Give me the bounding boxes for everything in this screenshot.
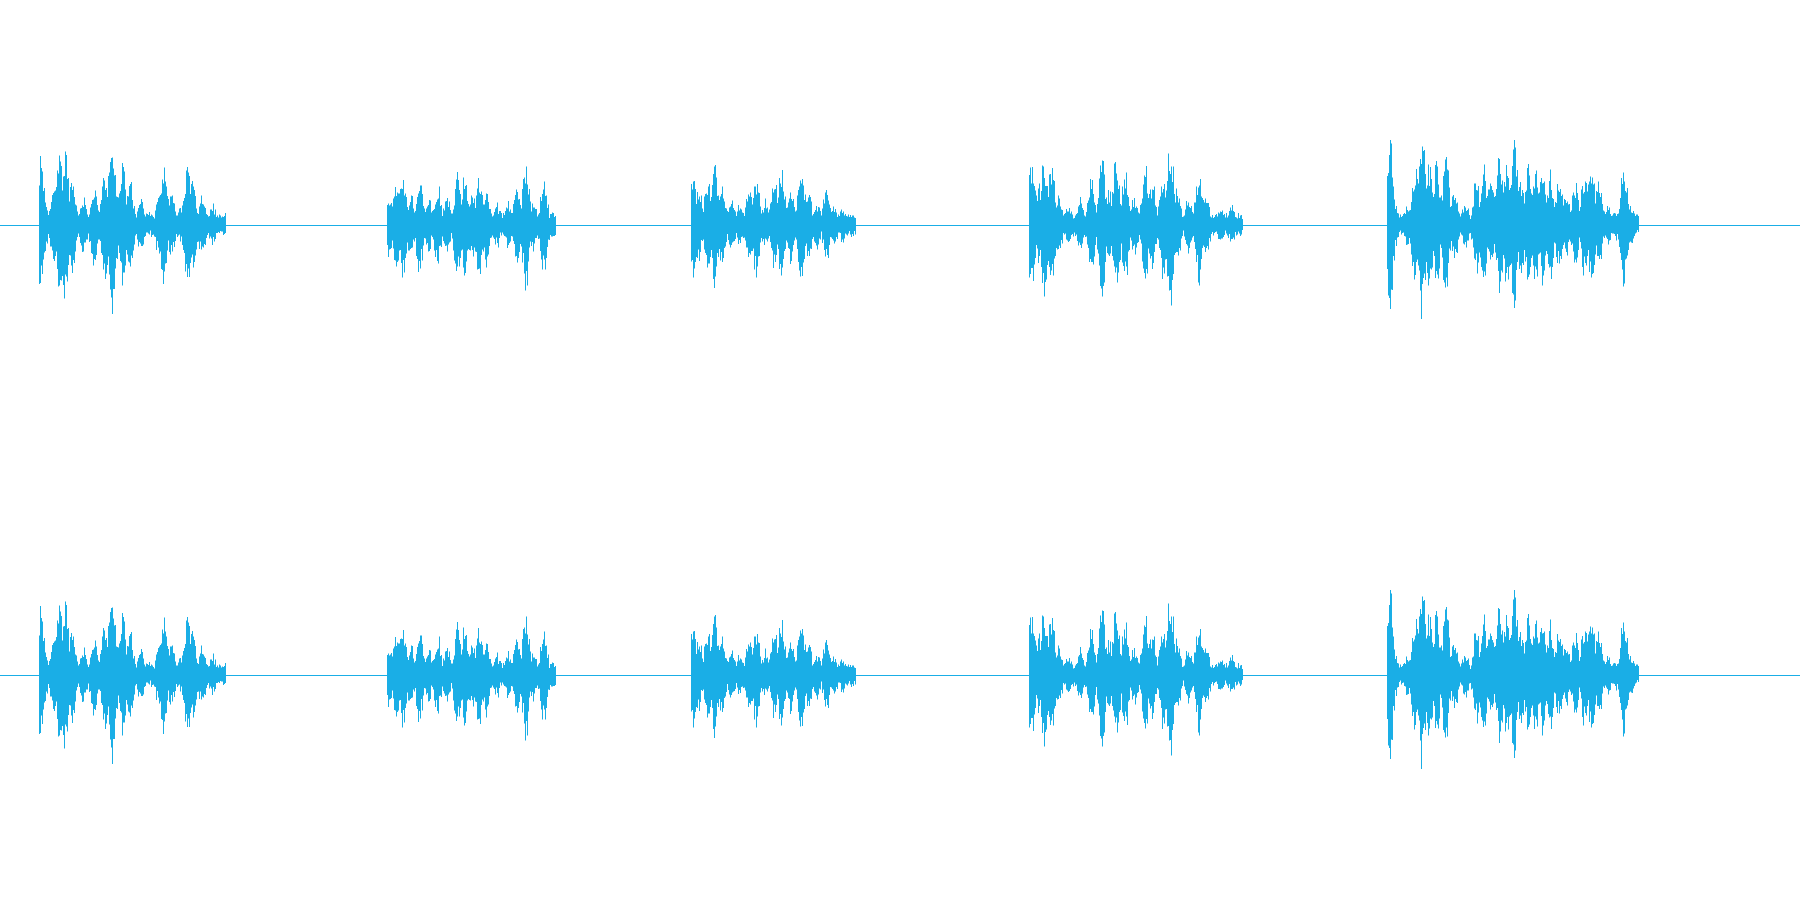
- burst-waveform-path: [1387, 589, 1639, 769]
- audio-burst: [1387, 589, 1639, 769]
- audio-burst: [1029, 603, 1243, 756]
- burst-waveform-path: [387, 616, 556, 741]
- burst-waveform-path: [387, 166, 556, 291]
- burst-waveform-path: [691, 614, 856, 738]
- audio-burst: [1029, 153, 1243, 306]
- channel-left-waveform[interactable]: [0, 139, 1800, 319]
- audio-burst: [387, 166, 556, 291]
- audio-burst: [387, 616, 556, 741]
- audio-burst: [1387, 139, 1639, 319]
- burst-waveform-path: [39, 151, 226, 314]
- audio-burst: [691, 614, 856, 738]
- burst-waveform-path: [39, 601, 226, 764]
- audio-burst: [39, 151, 226, 314]
- burst-waveform-path: [691, 164, 856, 288]
- audio-burst: [691, 164, 856, 288]
- burst-waveform-path: [1387, 139, 1639, 319]
- channel-right-waveform[interactable]: [0, 589, 1800, 769]
- audio-burst: [39, 601, 226, 764]
- burst-waveform-path: [1029, 153, 1243, 306]
- burst-waveform-path: [1029, 603, 1243, 756]
